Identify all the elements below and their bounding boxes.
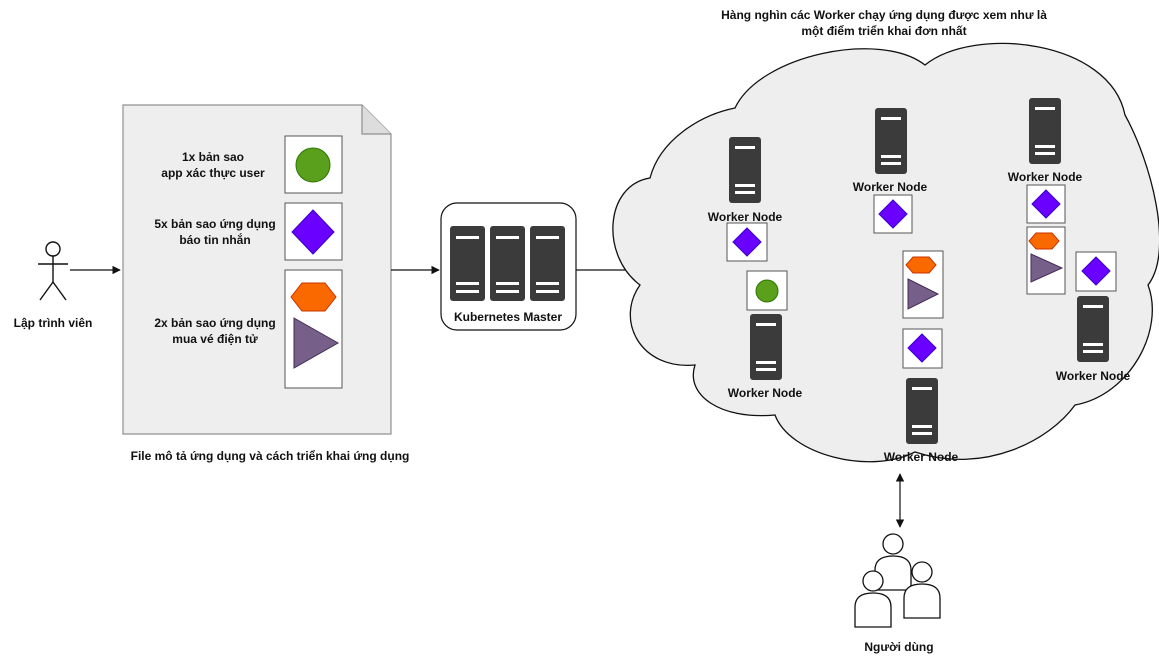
worker-cluster: Hàng nghìn các Worker chạy ứng dụng được… [612,8,1159,464]
cluster-title-line2: một điểm triển khai đơn nhất [801,24,966,38]
cluster-title-line1: Hàng nghìn các Worker chạy ứng dụng được… [721,8,1047,22]
server-icon [750,314,782,380]
server-icon [875,108,907,174]
spec-file-document: 1x bản sao app xác thực user 5x bản sao … [122,104,410,463]
server-icon [1029,98,1061,164]
app3-count-text: 2x bản sao ứng dụng [154,316,275,330]
users-label: Người dùng [864,640,933,654]
purple-triangle-icon [1030,253,1064,283]
purple-triangle-icon [907,278,940,310]
worker-node-f: Worker Node [1056,251,1131,383]
users-group: Người dùng [854,533,941,654]
orange-hexagon-icon [290,282,337,312]
server-icon [729,137,761,203]
developer-label: Lập trình viên [14,316,93,330]
orange-hexagon-icon [905,256,937,274]
purple-triangle-icon [293,317,340,369]
worker-node-a: Worker Node [708,137,783,262]
master-label: Kubernetes Master [454,310,562,324]
worker-node-b: Worker Node [728,270,803,400]
worker-node-a-label: Worker Node [708,210,783,224]
worker-node-f-label: Worker Node [1056,369,1131,383]
kubernetes-master: Kubernetes Master [440,202,577,331]
users-icon [854,533,941,628]
green-circle-icon [755,279,779,303]
worker-node-e: Worker Node [1008,98,1083,295]
server-icon [1077,296,1109,362]
master-servers-icon [450,226,565,301]
worker-node-e-label: Worker Node [1008,170,1083,184]
stick-figure-icon [38,241,68,301]
worker-node-c-label: Worker Node [853,180,928,194]
app3-name-text: mua vé điện tử [172,332,258,346]
app2-count-text: 5x bản sao ứng dụng [154,217,275,231]
server-icon [906,378,938,444]
document-folded-corner [361,105,391,135]
worker-node-d: Worker Node [884,250,959,464]
purple-diamond-icon [291,209,335,255]
orange-hexagon-icon [1028,232,1060,250]
worker-node-d-label: Worker Node [884,450,959,464]
document-page [122,104,392,435]
app1-name-text: app xác thực user [161,166,265,180]
worker-node-b-label: Worker Node [728,386,803,400]
app1-count-text: 1x bản sao [182,150,244,164]
spec-file-caption: File mô tả ứng dụng và cách triển khai ứ… [131,449,410,463]
worker-node-c: Worker Node [853,108,928,234]
developer-actor: Lập trình viên [14,241,93,330]
app2-name-text: báo tin nhắn [179,232,250,247]
green-circle-icon [295,147,331,183]
